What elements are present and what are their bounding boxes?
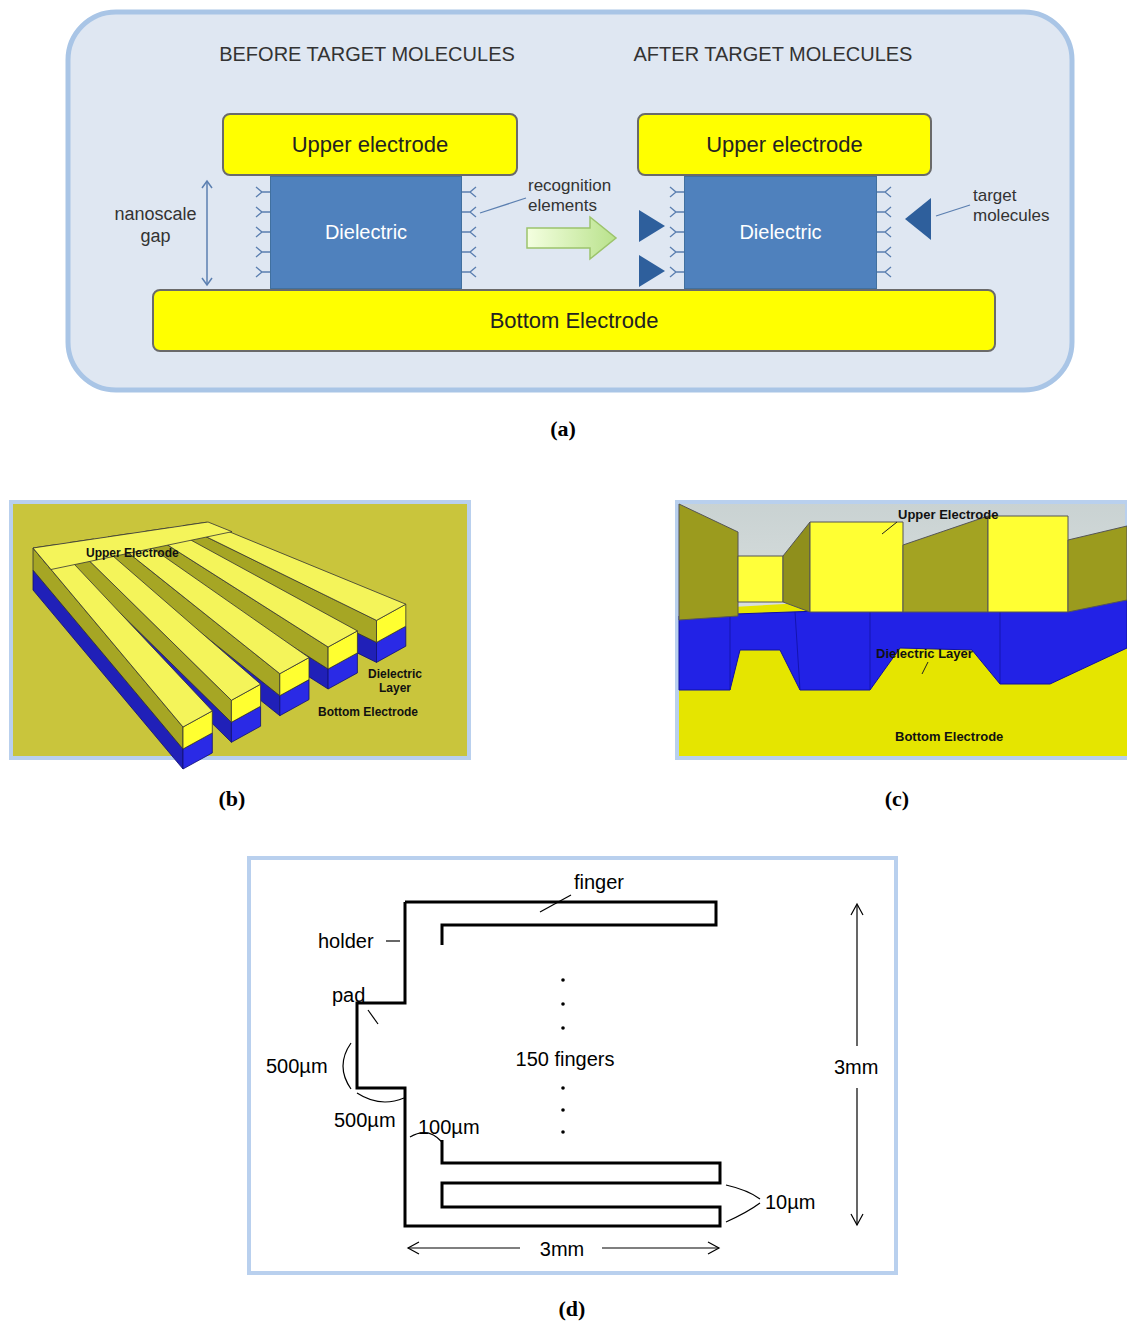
recognition-element xyxy=(670,227,684,237)
recognition-element xyxy=(670,187,684,197)
annotation-label: finger xyxy=(574,870,654,894)
node-text: Dielectric xyxy=(325,221,407,244)
annotation-label: Upper Electrode xyxy=(86,546,206,560)
recognition-element xyxy=(877,207,891,217)
annotation-label: 10µm xyxy=(765,1190,825,1214)
panel-letter: (d) xyxy=(532,1296,612,1321)
annotation-label: pad xyxy=(332,983,382,1007)
recognition-element xyxy=(256,247,270,257)
cross-section-3d xyxy=(679,504,1127,756)
annotation-label: 100µm xyxy=(418,1115,493,1139)
recognition-element xyxy=(462,207,476,217)
recognition-element xyxy=(877,247,891,257)
process-arrow xyxy=(527,217,616,259)
annotation-label: Bottom Electrode xyxy=(895,729,1035,745)
annotation-label: recognition elements xyxy=(528,176,633,217)
panel-letter: (a) xyxy=(523,416,603,442)
panel-letter: (c) xyxy=(857,786,937,812)
recognition-element xyxy=(462,187,476,197)
gap-arrow xyxy=(202,181,212,285)
recognition-element xyxy=(462,247,476,257)
recognition-element xyxy=(670,267,684,277)
annotation-label: 150 fingers xyxy=(495,1047,635,1071)
finger-side xyxy=(33,548,183,749)
electrode-box: Bottom Electrode xyxy=(152,289,996,352)
leader-line xyxy=(480,198,526,213)
annotation-label: 500µm xyxy=(266,1054,341,1078)
annotation-label: 500µm xyxy=(334,1108,409,1132)
dimension-marks xyxy=(343,895,863,1254)
recognition-element xyxy=(670,247,684,257)
panel-frame xyxy=(677,502,1127,758)
annotation-label: 3mm xyxy=(522,1237,602,1261)
annotation-label: Upper Electrode xyxy=(898,507,1028,523)
annotation-label: Dielectric Layer xyxy=(876,646,1006,662)
annotation-label: 3mm xyxy=(834,1055,894,1079)
recognition-element xyxy=(256,187,270,197)
annotation-label: Bottom Electrode xyxy=(318,705,448,719)
node-text: Bottom Electrode xyxy=(490,308,659,334)
dielectric-block: Dielectric xyxy=(270,176,462,289)
node-text: Upper electrode xyxy=(292,132,449,158)
annotation-label: AFTER TARGET MOLECULES xyxy=(603,42,943,66)
panel-frame xyxy=(249,858,896,1273)
comb-electrode-3d xyxy=(33,522,406,769)
annotation-label: Dielectric Layer xyxy=(360,667,430,696)
panel-frame xyxy=(68,12,1072,390)
node-text: Dielectric xyxy=(739,221,821,244)
recognition-element xyxy=(877,187,891,197)
recognition-element xyxy=(877,227,891,237)
annotation-label: BEFORE TARGET MOLECULES xyxy=(197,42,537,66)
recognition-element xyxy=(256,207,270,217)
annotation-label: nanoscale gap xyxy=(108,204,203,247)
panel-letter: (b) xyxy=(192,786,272,812)
recognition-element xyxy=(256,267,270,277)
holder-top xyxy=(33,522,232,570)
node-text: Upper electrode xyxy=(706,132,863,158)
leader-line xyxy=(936,205,970,216)
recognition-element xyxy=(877,267,891,277)
electrode-box: Upper electrode xyxy=(637,113,932,176)
recognition-element xyxy=(462,267,476,277)
annotation-label: target molecules xyxy=(973,186,1068,227)
finger-top xyxy=(33,545,212,727)
recognition-element xyxy=(256,227,270,237)
recognition-element xyxy=(462,227,476,237)
electrode-box: Upper electrode xyxy=(222,113,518,176)
dielectric-block: Dielectric xyxy=(684,176,877,289)
annotation-label: holder xyxy=(318,929,388,953)
recognition-element xyxy=(670,207,684,217)
comb-outline xyxy=(357,902,720,1226)
